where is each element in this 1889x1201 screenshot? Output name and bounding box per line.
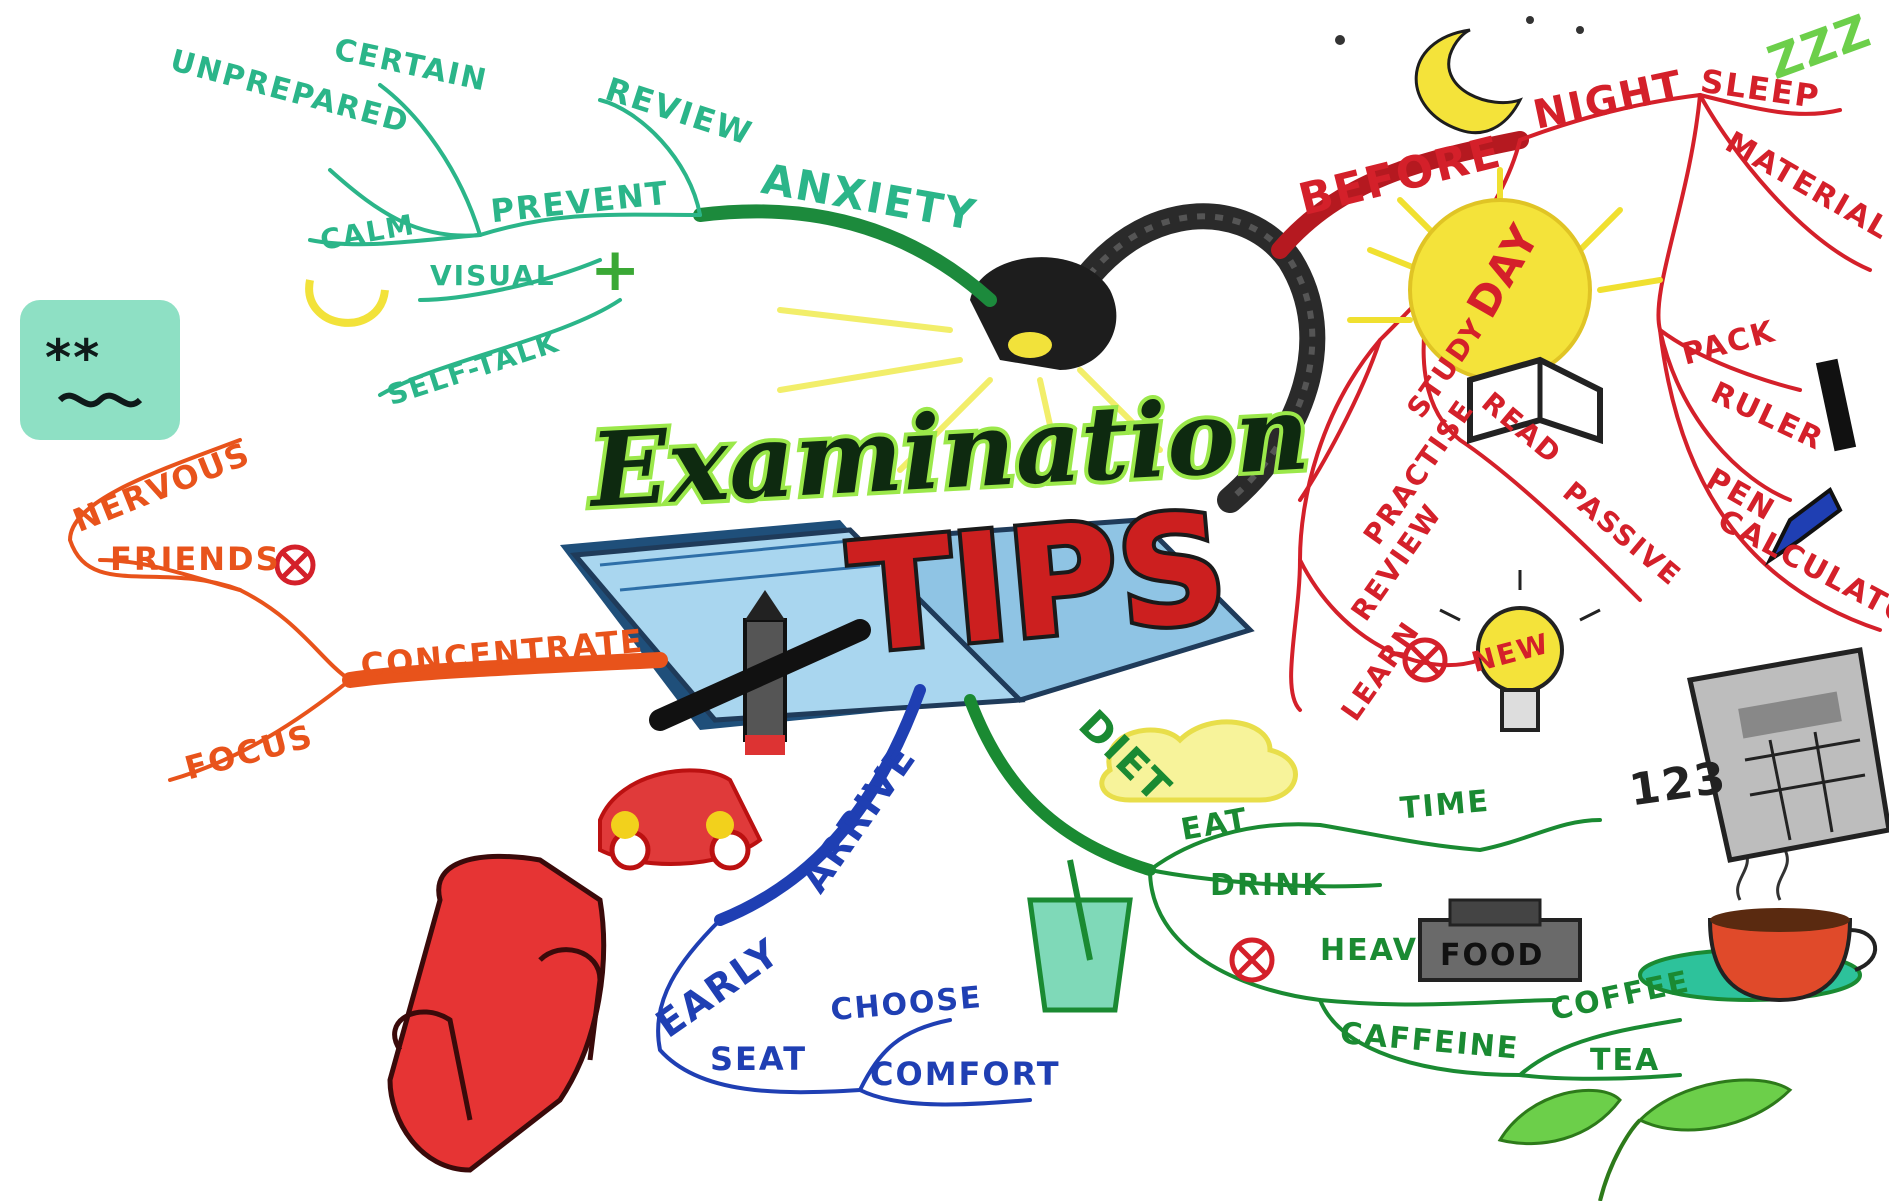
plus-doodle: + (590, 235, 642, 305)
branch-arrive-lines (656, 684, 1032, 1107)
label-food: FOOD (1440, 938, 1544, 973)
sun-icon (1347, 167, 1663, 382)
label-calm: CALM (318, 208, 418, 257)
label-pack: PACK (1678, 314, 1780, 373)
moon-icon (1335, 16, 1584, 135)
calculator-icon (1686, 647, 1889, 863)
cross-icon (274, 544, 1448, 983)
label-material: MATERIAL (1719, 125, 1889, 247)
branch-diet-lines (964, 694, 1682, 1081)
label-passive: PASSIVE (1556, 475, 1687, 593)
label-friends: FRIENDS (110, 540, 281, 578)
label-certain: CERTAIN (331, 32, 491, 99)
book-icon (560, 517, 1255, 730)
label-nervous: NERVOUS (68, 434, 256, 540)
label-choose: CHOOSE (829, 980, 984, 1028)
armchair-icon (387, 853, 607, 1173)
label-eat: EAT (1178, 802, 1251, 848)
svg-text:**: ** (45, 329, 101, 387)
calculator-digits: 123 (1626, 752, 1730, 816)
pen-icon (1764, 486, 1843, 566)
label-seat: SEAT (710, 1040, 807, 1078)
label-caffeine: CAFFEINE (1339, 1016, 1521, 1067)
label-prevent: PREVENT (489, 174, 671, 231)
ruler-icon (1815, 358, 1857, 452)
cloud-doodle (1099, 719, 1298, 803)
label-tea: TEA (1590, 1043, 1660, 1078)
label-arrive: ARRIVE (792, 737, 925, 901)
label-night: NIGHT (1529, 62, 1687, 139)
lamp-icon (970, 203, 1326, 513)
coffee-cup-icon (1638, 849, 1877, 1003)
label-time: TIME (1399, 784, 1492, 827)
label-visual: VISUAL (430, 259, 556, 292)
lightbulb-icon (1439, 570, 1601, 732)
title-tips: TIPS (843, 481, 1233, 687)
branch-anxiety-lines (308, 83, 997, 397)
label-review-anxiety: REVIEW (601, 70, 758, 153)
leaf-icon (1497, 1078, 1793, 1201)
label-ruler: RULER (1706, 375, 1830, 458)
car-icon (598, 768, 763, 871)
label-self-talk: SELF-TALK (383, 325, 563, 412)
label-focus: FOCUS (181, 717, 318, 788)
pencil-icon (649, 590, 871, 755)
food-box-doodle (1418, 898, 1582, 982)
smiley-icon (305, 279, 389, 327)
cup-icon (1027, 859, 1133, 1013)
nervous-face-doodle: ** (20, 300, 180, 440)
label-comfort: COMFORT (870, 1055, 1061, 1093)
open-book-icon (1467, 356, 1603, 445)
branch-nervous-lines (67, 438, 668, 782)
lamp-rays (777, 307, 1163, 473)
label-drink: DRINK (1210, 868, 1328, 903)
